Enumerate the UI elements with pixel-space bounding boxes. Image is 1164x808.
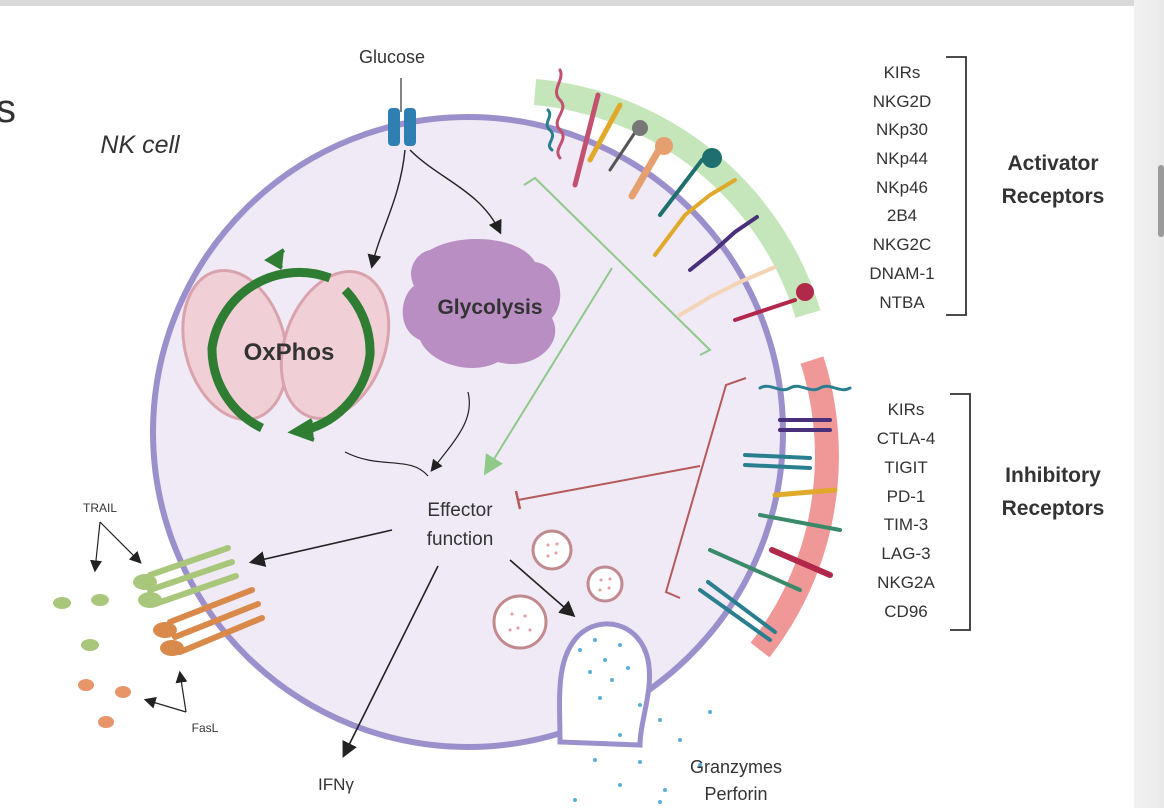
activator-title-line2: Receptors	[1002, 185, 1105, 208]
trail-label: TRAIL	[83, 501, 117, 515]
top-bar	[0, 0, 1164, 6]
activator-bracket	[523, 176, 712, 356]
glucose-transporter	[388, 108, 400, 146]
activator-receptor-shapes	[545, 68, 814, 322]
oxphos-arrowhead-bottom	[287, 418, 315, 442]
effector-to-granules-arrow	[509, 559, 576, 618]
activator-item: NKG2D	[873, 92, 932, 111]
activator-title-line1: Activator	[1007, 152, 1098, 175]
granzyme-perforin-dots	[573, 638, 712, 804]
activator-list-bracket	[946, 56, 967, 316]
inhibitory-item: KIRs	[888, 400, 925, 419]
activator-item: 2B4	[887, 206, 917, 225]
inhibitory-item: CTLA-4	[877, 429, 936, 448]
fasl-pointer-left	[143, 697, 187, 713]
scrollbar-track[interactable]	[1134, 0, 1164, 808]
inhibitory-t-bar	[514, 490, 522, 510]
scrollbar-thumb[interactable]	[1158, 165, 1164, 237]
activator-item: DNAM-1	[869, 264, 934, 283]
oxphos-to-effector-arrow	[344, 451, 429, 477]
inhibitory-to-effector-line	[517, 465, 701, 501]
glucose-to-oxphos-arrow	[367, 149, 406, 269]
inhibitory-title-line1: Inhibitory	[1005, 464, 1101, 487]
effector-to-ifng-arrow	[342, 565, 439, 758]
oxphos-cycle-arrow-left	[207, 267, 332, 433]
trail-pointer-right	[99, 521, 142, 564]
fasl-pointer-up	[175, 670, 188, 713]
fasl-ligands	[153, 587, 265, 656]
activator-to-effector-arrow	[483, 267, 613, 476]
activator-item: NKG2C	[873, 235, 932, 254]
cytotoxic-granules	[492, 529, 624, 650]
inhibitory-bracket	[664, 377, 747, 599]
activator-item: NTBA	[879, 293, 925, 312]
activator-item: NKp46	[876, 178, 928, 197]
inhibitory-item: TIGIT	[884, 458, 927, 477]
activator-item: KIRs	[884, 63, 921, 82]
glycolysis-to-effector-arrow	[430, 391, 470, 472]
granzymes-label: Granzymes	[690, 757, 782, 777]
inhibitory-title-line2: Receptors	[1002, 497, 1105, 520]
oxphos-arrowhead-top	[264, 248, 286, 270]
fasl-label: FasL	[192, 721, 219, 735]
fragment-letter: s	[0, 87, 16, 131]
inhibitory-item: PD-1	[887, 487, 926, 506]
inhibitory-list-bracket	[950, 393, 971, 631]
glucose-to-glycolysis-arrow	[409, 149, 502, 235]
glycolysis-label: Glycolysis	[437, 296, 542, 319]
glucose-label: Glucose	[359, 47, 425, 67]
perforin-label: Perforin	[704, 784, 767, 804]
inhibitory-item: CD96	[884, 602, 927, 621]
glycolysis-blob	[402, 238, 561, 368]
effector-label-line2: function	[427, 529, 494, 550]
oxphos-cycle-arrow-right	[303, 286, 375, 435]
inhibitory-receptor-list: KIRs CTLA-4 TIGIT PD-1 TIM-3 LAG-3 NKG2A…	[877, 400, 936, 621]
degranulation-pore	[557, 621, 652, 748]
cell-label: NK cell	[100, 131, 181, 159]
activator-receptor-list: KIRs NKG2D NKp30 NKp44 NKp46 2B4 NKG2C D…	[869, 63, 934, 312]
effector-to-ligands-arrow	[248, 529, 393, 567]
inhibitory-item: NKG2A	[877, 573, 935, 592]
ifng-label: IFNγ	[318, 775, 354, 794]
released-fasl-particles	[78, 679, 131, 728]
released-trail-particles	[53, 594, 109, 651]
trail-ligands	[133, 545, 239, 608]
inhibitory-item: LAG-3	[881, 544, 930, 563]
oxphos-label: OxPhos	[244, 339, 335, 366]
trail-pointer-down	[90, 521, 102, 573]
glucose-transporter-half	[404, 108, 416, 146]
inhibitory-receptor-shapes	[698, 384, 852, 642]
inhibitory-item: TIM-3	[884, 515, 928, 534]
activator-item: NKp30	[876, 120, 928, 139]
effector-label-line1: Effector	[427, 500, 493, 521]
inhibitory-band	[750, 356, 839, 658]
activator-item: NKp44	[876, 149, 928, 168]
